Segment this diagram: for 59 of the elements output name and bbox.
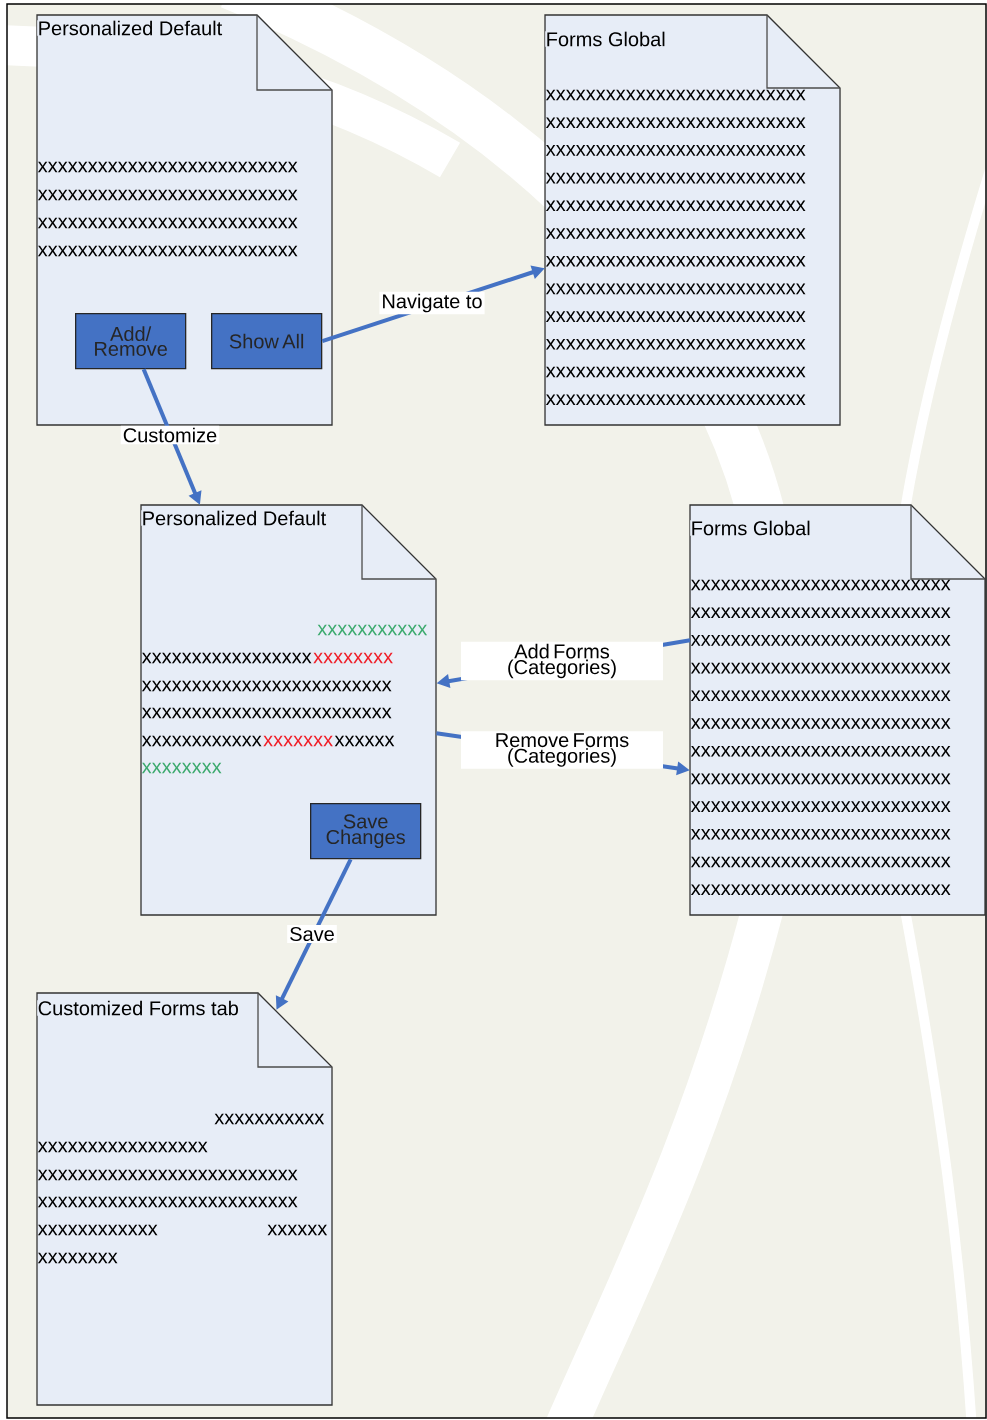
placeholder-text: xxxxxxxxxxxxxxxxxxxxxxxxxx <box>690 884 951 895</box>
document-title: Customized Forms tab <box>37 1000 240 1016</box>
placeholder-text: xxxxxxx <box>263 735 333 747</box>
placeholder-text: xxxxxxxxxxxxxxxxxxxxxxxxxx <box>37 1196 298 1208</box>
placeholder-text: xxxxxxxxxxxxxxxxxxxxxxxxxx <box>545 255 806 267</box>
placeholder-text: xxxxxxxxxxxxxxxxxxxxxxxxxx <box>37 161 298 173</box>
placeholder-text: xxxxxxxxxxxxxxxxxxxxxxxxxx <box>545 283 806 295</box>
placeholder-text: xxxxxxxxxxxxxxxxxxxxxxxxxx <box>545 145 806 156</box>
placeholder-text: xxxxxxxxxxx <box>317 624 428 636</box>
document-title: Forms Global <box>690 520 812 536</box>
placeholder-text: xxxxxx <box>334 735 395 747</box>
placeholder-text: xxxxxxxxxxxxxxxxxxxxxxxxxx <box>690 745 951 757</box>
button: Add/ Remove <box>75 313 187 370</box>
placeholder-text: xxxxxxxxxxxxxxxxxxxxxxxxxx <box>37 217 298 229</box>
placeholder-text: xxxxxxxxxxxxxxxxxxxxxxxxxx <box>545 394 806 405</box>
placeholder-text: xxxxxxxxxxx <box>214 1113 325 1125</box>
document-page <box>544 14 841 426</box>
document-page <box>140 504 437 916</box>
placeholder-text: xxxxxxxxxxxxxxxxxxxxxxxxxx <box>545 228 806 239</box>
placeholder-text: xxxxxxxxxxxxxxxxxxxxxxxxxx <box>545 339 806 350</box>
placeholder-text: xxxxxxxxxxxxxxxxxxxxxxxxxx <box>545 200 806 212</box>
placeholder-text: xxxxxxxxxxxxxxxxxxxxxxxxxx <box>690 856 951 868</box>
placeholder-text: xxxxxxxxxxxxxxxxxxxxxxxxxx <box>545 311 806 322</box>
document-title: Personalized Default <box>37 20 223 36</box>
edge-label: Navigate to <box>379 291 485 315</box>
placeholder-text: xxxxxxxxxxxxxxxxxxxxxxxxxx <box>37 1169 298 1181</box>
document-title: Forms Global <box>545 31 667 47</box>
placeholder-text: xxxxxxxxxxxxxxxxxxxxxxxxxx <box>545 89 806 101</box>
placeholder-text: xxxxxxxxxxxxxxxxxxxxxxxxxx <box>545 366 806 378</box>
placeholder-text: xxxxxx <box>267 1224 328 1236</box>
placeholder-text: xxxxxxxxxxxx <box>141 735 262 747</box>
edge-label: Add Forms (Categories) <box>461 641 663 681</box>
placeholder-text: xxxxxxxxxxxxxxxxxxxxxxxxxx <box>545 117 806 128</box>
document-page <box>36 992 333 1406</box>
edge-label: Remove Forms (Categories) <box>461 731 663 769</box>
placeholder-text: xxxxxxxxxxxxxxxxxxxxxxxxxx <box>690 579 951 591</box>
document-title: Personalized Default <box>141 510 327 526</box>
placeholder-text: xxxxxxxxxxxxxxxxx <box>141 652 312 664</box>
placeholder-text: xxxxxxxxxxxxxxxxxxxxxxxxxx <box>690 662 951 674</box>
placeholder-text: xxxxxxxxxxxxxxxxxxxxxxxxx <box>141 707 392 719</box>
button: Show All <box>211 313 323 370</box>
placeholder-text: xxxxxxxxxxxxxxxxxxxxxxxxxx <box>690 690 951 702</box>
placeholder-text: xxxxxxxxxxxx <box>37 1224 158 1236</box>
placeholder-text: xxxxxxxx <box>37 1252 118 1264</box>
placeholder-text: xxxxxxxxxxxxxxxxxxxxxxxxxx <box>690 635 951 646</box>
placeholder-text: xxxxxxxxxxxxxxxxxxxxxxxxxx <box>690 829 951 840</box>
placeholder-text: xxxxxxxxxxxxxxxxxxxxxxxxxx <box>37 189 298 201</box>
placeholder-text: xxxxxxxxxxxxxxxxxxxxxxxxxx <box>690 773 951 785</box>
placeholder-text: xxxxxxxxxxxxxxxxxxxxxxxxxx <box>37 245 298 257</box>
placeholder-text: xxxxxxxxxxxxxxxxxxxxxxxxxx <box>690 801 951 812</box>
placeholder-text: xxxxxxxxxxxxxxxxxxxxxxxxxx <box>690 607 951 618</box>
placeholder-text: xxxxxxxxxxxxxxxxxxxxxxxxxx <box>545 172 806 184</box>
placeholder-text: xxxxxxxxxxxxxxxxx <box>37 1141 208 1153</box>
button: Save Changes <box>310 803 422 860</box>
placeholder-text: xxxxxxxxxxxxxxxxxxxxxxxxx <box>141 680 392 692</box>
placeholder-text: xxxxxxxx <box>313 652 393 664</box>
placeholder-text: xxxxxxxxxxxxxxxxxxxxxxxxxx <box>690 718 951 729</box>
document-page <box>689 504 986 916</box>
placeholder-text: xxxxxxxx <box>141 762 222 774</box>
